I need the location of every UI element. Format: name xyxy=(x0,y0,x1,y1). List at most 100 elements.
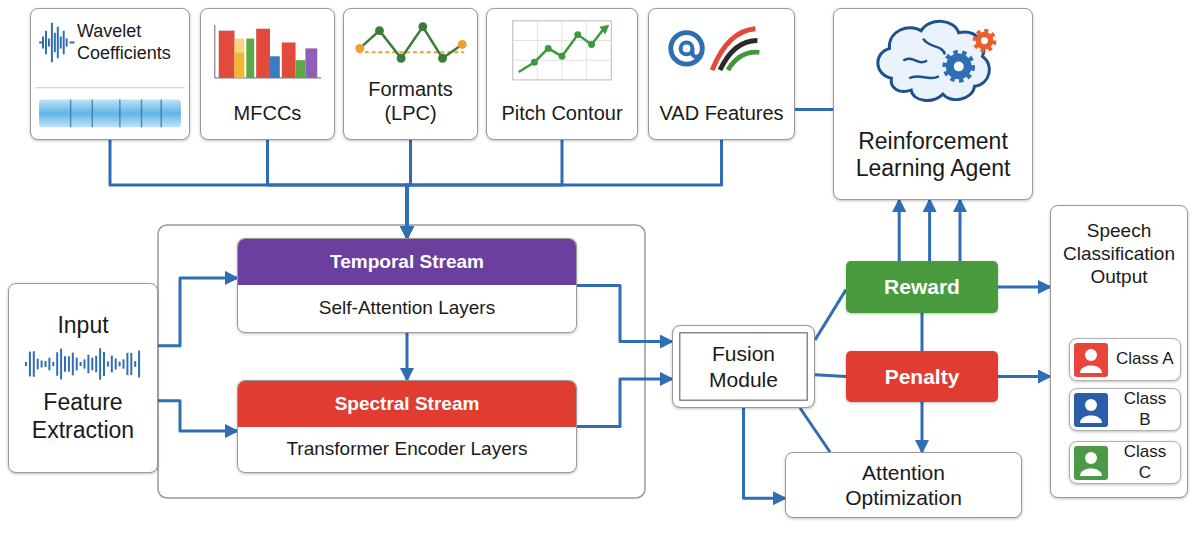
svg-shape xyxy=(25,362,27,366)
svg-shape xyxy=(270,56,280,78)
svg-shape xyxy=(574,31,581,38)
svg-shape xyxy=(91,358,93,371)
svg-shape xyxy=(111,356,113,373)
penalty-box: Penalty xyxy=(846,351,998,402)
svg-shape xyxy=(458,40,467,49)
connector-arrow xyxy=(110,140,407,238)
connector-arrow xyxy=(800,408,830,452)
svg-shape xyxy=(68,357,70,372)
connector-arrow xyxy=(815,375,846,377)
svg-shape xyxy=(235,39,245,53)
process-box: Attention Optimization xyxy=(785,452,1022,518)
svg-shape xyxy=(375,26,384,35)
svg-shape xyxy=(52,362,54,366)
connector-arrow xyxy=(158,278,237,346)
stream-box: Temporal StreamSelf-Attention Layers xyxy=(237,238,577,333)
box-label: Fusion Module xyxy=(689,341,799,391)
svg-shape xyxy=(80,362,82,366)
svg-shape xyxy=(305,48,317,78)
box-label: VAD Features xyxy=(659,101,783,125)
box-label: Attention Optimization xyxy=(819,460,989,510)
svg-shape xyxy=(103,352,105,376)
svg-shape xyxy=(119,362,121,367)
connector-arrow xyxy=(268,140,408,238)
svg-shape xyxy=(37,359,39,370)
svg-shape xyxy=(1074,343,1108,377)
box-label: Penalty xyxy=(885,364,960,389)
svg-shape xyxy=(138,351,140,378)
svg-shape xyxy=(95,356,97,372)
person-icon xyxy=(1074,393,1108,427)
svg-shape xyxy=(1085,399,1097,411)
svg-shape xyxy=(1085,349,1097,361)
connector-arrow xyxy=(921,402,924,452)
svg-shape xyxy=(519,27,606,72)
svg-shape xyxy=(126,353,128,375)
svg-shape xyxy=(1080,468,1102,476)
svg-shape xyxy=(29,352,31,377)
waveform-icon xyxy=(23,347,143,381)
svg-shape xyxy=(60,349,62,380)
svg-shape xyxy=(438,54,447,63)
svg-shape xyxy=(84,360,86,369)
svg-shape xyxy=(531,59,538,66)
svg-shape xyxy=(1080,365,1102,373)
svg-shape xyxy=(599,25,609,35)
svg-shape xyxy=(33,351,35,377)
svg-shape xyxy=(903,39,945,79)
svg-shape xyxy=(256,29,270,78)
person-icon xyxy=(1074,343,1108,377)
svg-shape xyxy=(56,352,58,375)
svg-shape xyxy=(1074,393,1108,427)
connector-arrow xyxy=(928,200,931,261)
box-label: Wavelet Coefficients xyxy=(77,21,185,64)
svg-shape xyxy=(45,361,47,367)
connector-arrow xyxy=(158,401,237,431)
box-label: Class A xyxy=(1116,349,1174,369)
svg-shape xyxy=(728,52,760,70)
svg-shape xyxy=(1085,452,1097,464)
svg-shape xyxy=(99,348,101,380)
connector-arrow xyxy=(795,108,833,111)
connector-arrow xyxy=(406,333,409,380)
svg-shape xyxy=(219,31,235,78)
svg-shape xyxy=(107,362,109,367)
svg-shape xyxy=(130,353,132,375)
box-label: Feature Extraction xyxy=(17,389,149,444)
stream-title: Spectral Stream xyxy=(238,381,576,427)
svg-shape xyxy=(35,87,185,88)
svg-shape xyxy=(76,358,78,371)
svg-shape xyxy=(71,100,162,128)
agent-box: Reinforcement Learning Agent xyxy=(833,8,1033,200)
svg-shape xyxy=(360,27,462,59)
feature-box: MFCCs xyxy=(200,8,335,140)
connector-arrow xyxy=(407,140,722,238)
output-panel: Speech Classification OutputClass A Class… xyxy=(1050,205,1188,498)
class-box: Class C xyxy=(1069,441,1181,484)
connector-arrow xyxy=(577,379,672,427)
person-icon xyxy=(1074,446,1108,480)
stream-title: Temporal Stream xyxy=(238,239,576,285)
svg-shape xyxy=(235,52,245,78)
connector-arrow xyxy=(577,286,672,342)
class-box: Class A xyxy=(1069,338,1181,381)
svg-shape xyxy=(246,39,254,78)
svg-shape xyxy=(39,100,181,128)
svg-shape xyxy=(671,33,703,65)
svg-shape xyxy=(588,41,595,48)
connector-arrow xyxy=(407,140,562,238)
svg-shape xyxy=(355,44,364,53)
svg-shape xyxy=(513,21,611,80)
connector-arrow xyxy=(998,286,1050,289)
svg-shape xyxy=(981,37,988,44)
svg-shape xyxy=(123,360,125,369)
svg-shape xyxy=(878,21,990,100)
panel-title: Speech Classification Output xyxy=(1055,220,1183,288)
svg-shape xyxy=(946,54,972,80)
svg-shape xyxy=(1080,415,1102,423)
class-box: Class B xyxy=(1069,388,1181,431)
svg-shape xyxy=(397,54,406,63)
svg-shape xyxy=(954,61,964,71)
connector-arrow xyxy=(921,313,924,351)
